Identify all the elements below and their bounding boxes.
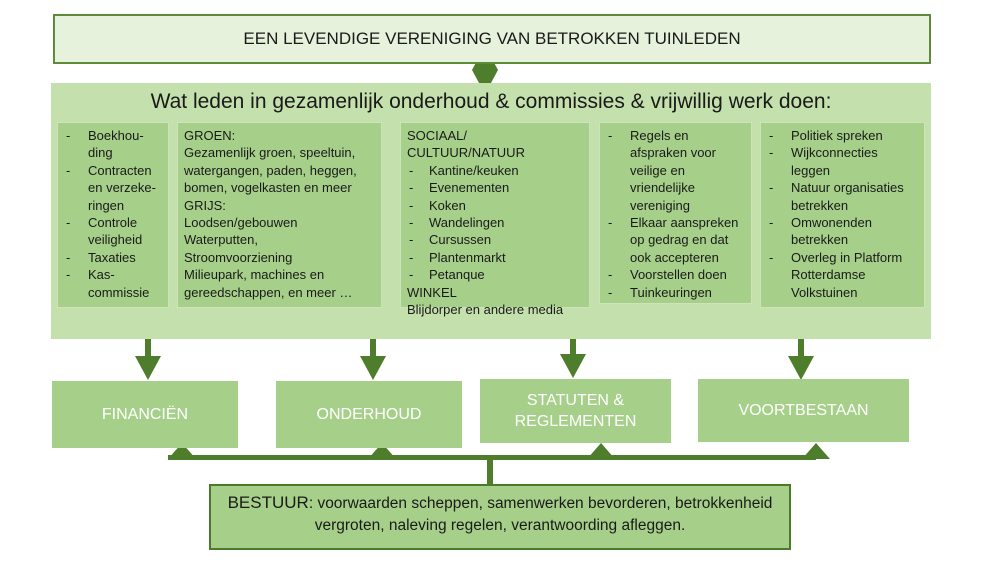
pillar-financien: FINANCIËN [52,381,238,448]
list-item: Boekhou-ding [64,127,162,162]
list-item: Taxaties [64,249,162,267]
arrowhead-financien [135,356,161,380]
column-maintenance-tasks: GROEN: Gezamenlijk groen, speeltuin, wat… [177,122,382,308]
list-item: Plantenmarkt [407,249,583,267]
list-item: Kas-commissie [64,266,162,301]
bestuur-lead: BESTUUR [227,493,309,512]
bestuur-text: : voorwaarden scheppen, samenwerken bevo… [308,495,773,534]
pillar-label: FINANCIËN [101,406,189,423]
list-item: Loodsen/gebouwen [184,215,298,231]
list-item: Contracten en verzeke-ringen [64,162,162,214]
list-item: Petanque [407,266,583,284]
column-continuity-tasks: Politiek spreken Wijkconnecties leggen N… [760,122,925,308]
column-finance-tasks: Boekhou-ding Contracten en verzeke-ringe… [57,122,169,308]
list-item: Kantine/keuken [407,162,583,180]
list-item: Regels en afspraken voor veilige en vrie… [606,127,745,214]
panel-title: Wat leden in gezamenlijk onderhoud & com… [150,90,832,113]
list-item: Overleg in Platform Rotterdamse Volkstui… [767,249,918,301]
bestuur-stem [487,455,493,486]
list-item: Wijkconnecties leggen [767,144,918,179]
arrowhead-voortbestaan [788,356,814,380]
list-item: Cursussen [407,231,583,249]
list-item: WINKEL [407,284,457,300]
list-item: Controle veiligheid [64,214,162,249]
triangle-financien [168,443,196,459]
column-heading: GROEN: [184,128,236,143]
list-item: Omwonenden betrekken [767,214,918,249]
header-title: EEN LEVENDIGE VERENIGING VAN BETROKKEN T… [243,29,741,48]
triangle-voortbestaan [802,443,830,459]
pillar-label: STATUTEN & REGLEMENTEN [514,392,637,430]
bestuur-box: BESTUUR: voorwaarden scheppen, samenwerk… [209,484,791,550]
list-item: GRIJS: [184,197,226,213]
list-item: Milieupark, machines en gereedschappen, … [184,267,353,300]
list-item: Politiek spreken [767,127,918,145]
triangle-onderhoud [368,443,396,459]
list-item: Wandelingen [407,214,583,232]
arrowhead-statuten [560,354,586,378]
list-item: Tuinkeuringen [606,284,745,302]
pillar-voortbestaan: VOORTBESTAAN [698,379,909,442]
header-box: EEN LEVENDIGE VERENIGING VAN BETROKKEN T… [53,14,931,64]
arrowhead-onderhoud [360,356,386,380]
list-item: Koken [407,197,583,215]
pillar-label: ONDERHOUD [316,406,422,423]
column-social-tasks: SOCIAAL/ CULTUUR/NATUUR Kantine/keuken E… [400,122,590,317]
column-heading: SOCIAAL/ CULTUUR/NATUUR [407,128,525,161]
pillar-statuten: STATUTEN & REGLEMENTEN [480,379,671,443]
list-item: Elkaar aanspreken op gedrag en dat ook a… [606,214,745,266]
list-item: Gezamenlijk groen, speeltuin, watergange… [184,145,357,196]
pillar-label: VOORTBESTAAN [738,402,869,419]
pillar-onderhoud: ONDERHOUD [276,381,462,448]
list-item: Natuur organisaties betrekken [767,179,918,214]
column-rules-tasks: Regels en afspraken voor veilige en vrie… [599,122,752,304]
list-item: Stroomvoorziening [184,249,293,265]
list-item: Waterputten, [184,232,258,248]
list-item: Voorstellen doen [606,266,745,284]
list-item: Evenementen [407,179,583,197]
list-item: Blijdorper en andere media [407,302,564,318]
triangle-statuten [587,443,615,459]
